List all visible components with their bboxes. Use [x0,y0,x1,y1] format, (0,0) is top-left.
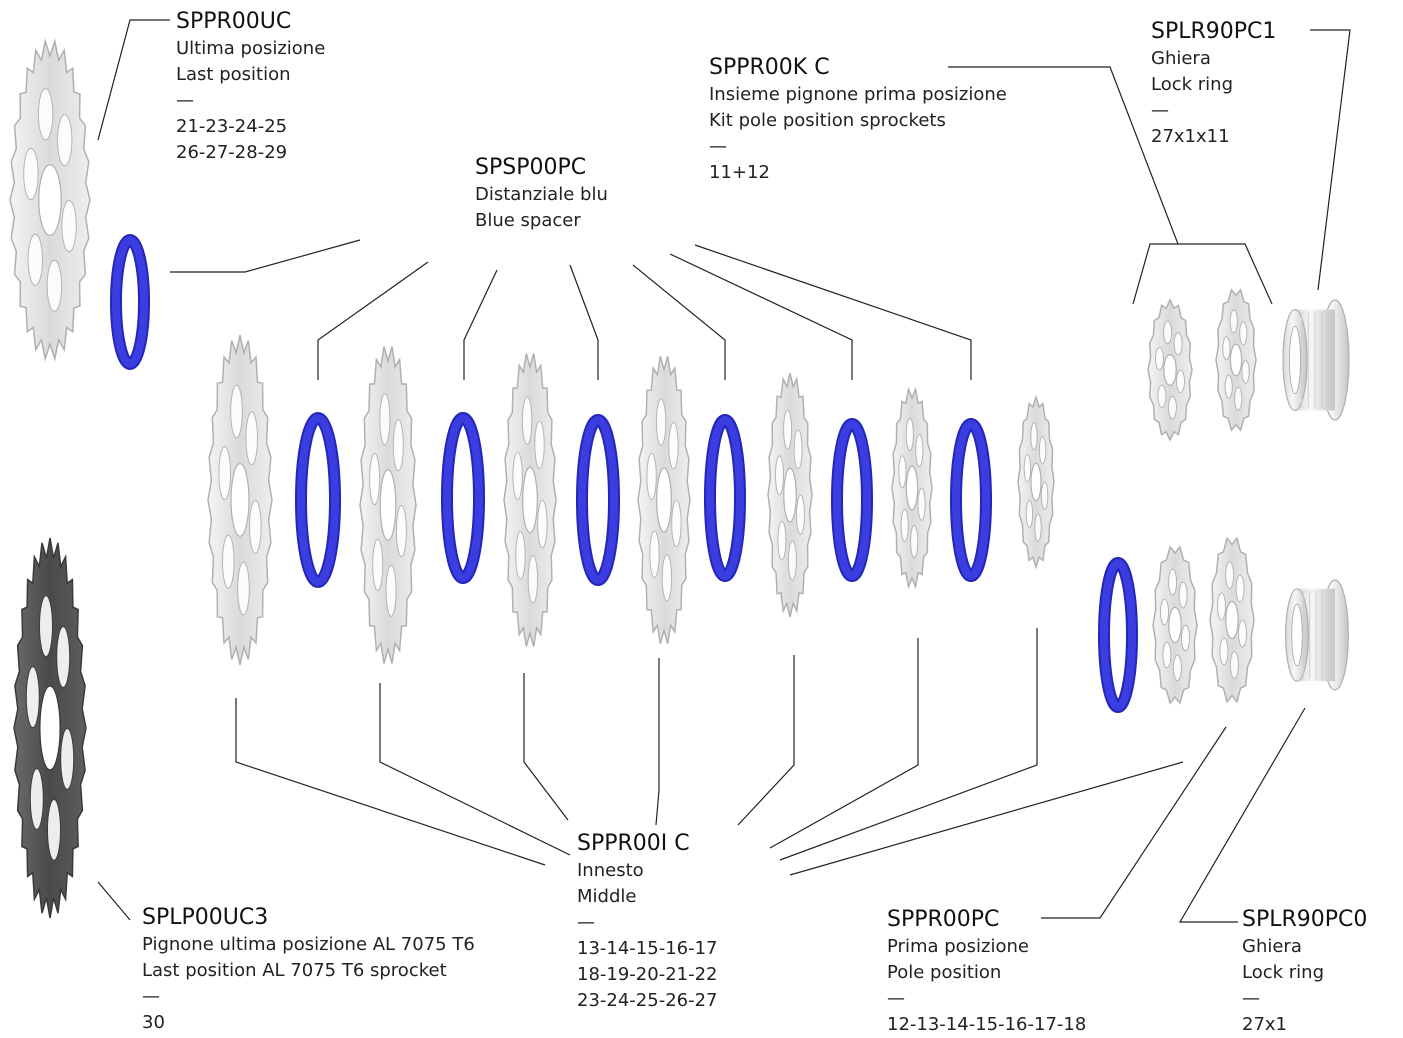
blue-spacer [950,418,992,582]
leader-line [948,66,1273,305]
part-name-it: Ghiera [1151,48,1211,69]
lock-ring-27x1 [1284,579,1349,691]
leader-line [523,673,569,821]
sprocket-middle [359,346,417,664]
label-splr90pc1: SPLR90PC1 Ghiera Lock ring — 27x1x11 [1151,18,1276,150]
sprocket-middle [207,334,273,666]
part-name-en: Middle [577,886,637,907]
dash: — [577,912,595,933]
leader-line [789,761,1184,876]
sprocket-last-position [9,38,91,362]
sprocket-middle [767,372,813,618]
leader-line [235,698,546,866]
dash: — [142,986,160,1007]
sizes: 11+12 [709,162,770,183]
sizes: 12-13-14-15-16-17-18 [887,1014,1087,1035]
cassette-parts [9,38,1350,919]
leader-line [463,269,498,380]
sprocket-kit-12 [1215,288,1257,432]
part-name-it: Ultima posizione [176,38,326,59]
part-name-it: Ghiera [1242,936,1302,957]
part-name-it: Pignone ultima posizione AL 7075 T6 [142,934,475,955]
part-name-en: Kit pole position sprockets [709,110,946,131]
sprocket-middle [637,356,691,644]
part-code: SPPR00PC [887,907,1000,932]
leader-line [97,881,131,921]
sizes: 26-27-28-29 [176,142,288,163]
sprocket-middle [1017,394,1055,570]
part-code: SPPR00K C [709,55,830,80]
dash: — [176,90,194,111]
leader-line [569,264,599,380]
sizes: 30 [142,1012,165,1033]
part-name-en: Pole position [887,962,1002,983]
leader-line [379,683,571,856]
part-name-it: Prima posizione [887,936,1029,957]
part-code: SPLR90PC0 [1242,907,1368,932]
part-name-it: Distanziale blu [475,184,608,205]
blue-spacer [441,412,485,584]
sizes: 13-14-15-16-17 [577,938,718,959]
blue-spacer [831,418,873,582]
sprocket-middle [891,386,933,590]
dash: — [887,988,905,1009]
part-code: SPSP00PC [475,155,587,180]
part-name-it: Insieme pignone prima posizione [709,84,1007,105]
part-name-en: Lock ring [1151,74,1234,95]
sprocket-middle [503,353,557,647]
leader-line [317,261,429,380]
sizes: 21-23-24-25 [176,116,288,137]
blue-spacer [576,414,620,586]
label-spsp00pc: SPSP00PC Distanziale blu Blue spacer [475,154,608,234]
part-name-it: Innesto [577,860,644,881]
label-sppr00kc: SPPR00K C Insieme pignone prima posizion… [709,54,1007,186]
part-code: SPLR90PC1 [1151,19,1277,44]
blue-spacer [704,414,746,582]
leader-line [1178,707,1306,923]
sizes: 27x1x11 [1151,126,1230,147]
leader-lines [97,19,1351,923]
leader-line [779,628,1038,861]
dash: — [1242,988,1260,1009]
blue-spacer [1098,557,1138,713]
leader-line [97,19,170,141]
leader-line [769,638,919,849]
sprocket-kit-11 [1147,298,1193,442]
sizes: 18-19-20-21-22 [577,964,718,985]
leader-line [737,655,795,826]
part-code: SPPR00UC [176,9,292,34]
label-splp00uc3: SPLP00UC3 Pignone ultima posizione AL 70… [142,904,475,1036]
dash: — [1151,100,1169,121]
sprocket-al7075-last-position [13,537,87,919]
leader-line [1310,29,1351,291]
blue-spacer [295,412,341,588]
label-sppr00uc: SPPR00UC Ultima posizione Last position … [176,8,325,166]
part-code: SPPR00I C [577,831,690,856]
leader-line [632,264,726,380]
part-name-en: Lock ring [1242,962,1325,983]
label-sppr00pc: SPPR00PC Prima posizione Pole position —… [887,906,1086,1038]
part-name-en: Last position [176,64,291,85]
leader-line [694,244,972,380]
blue-spacer [110,234,150,370]
leader-line [1041,726,1227,919]
leader-line [655,658,660,826]
part-name-en: Blue spacer [475,210,581,231]
dash: — [709,136,727,157]
lock-ring-27x1x11 [1282,299,1350,421]
label-sppr00ic: SPPR00I C Innesto Middle — 13-14-15-16-1… [577,830,718,1014]
part-name-en: Last position AL 7075 T6 sprocket [142,960,447,981]
sizes: 23-24-25-26-27 [577,990,718,1011]
leader-line [669,253,853,380]
part-code: SPLP00UC3 [142,905,269,930]
label-splr90pc0: SPLR90PC0 Ghiera Lock ring — 27x1 [1242,906,1367,1038]
leader-line [170,239,361,273]
sprocket-pole-position [1209,536,1255,704]
sprocket-pole-position [1152,545,1198,705]
sizes: 27x1 [1242,1014,1288,1035]
